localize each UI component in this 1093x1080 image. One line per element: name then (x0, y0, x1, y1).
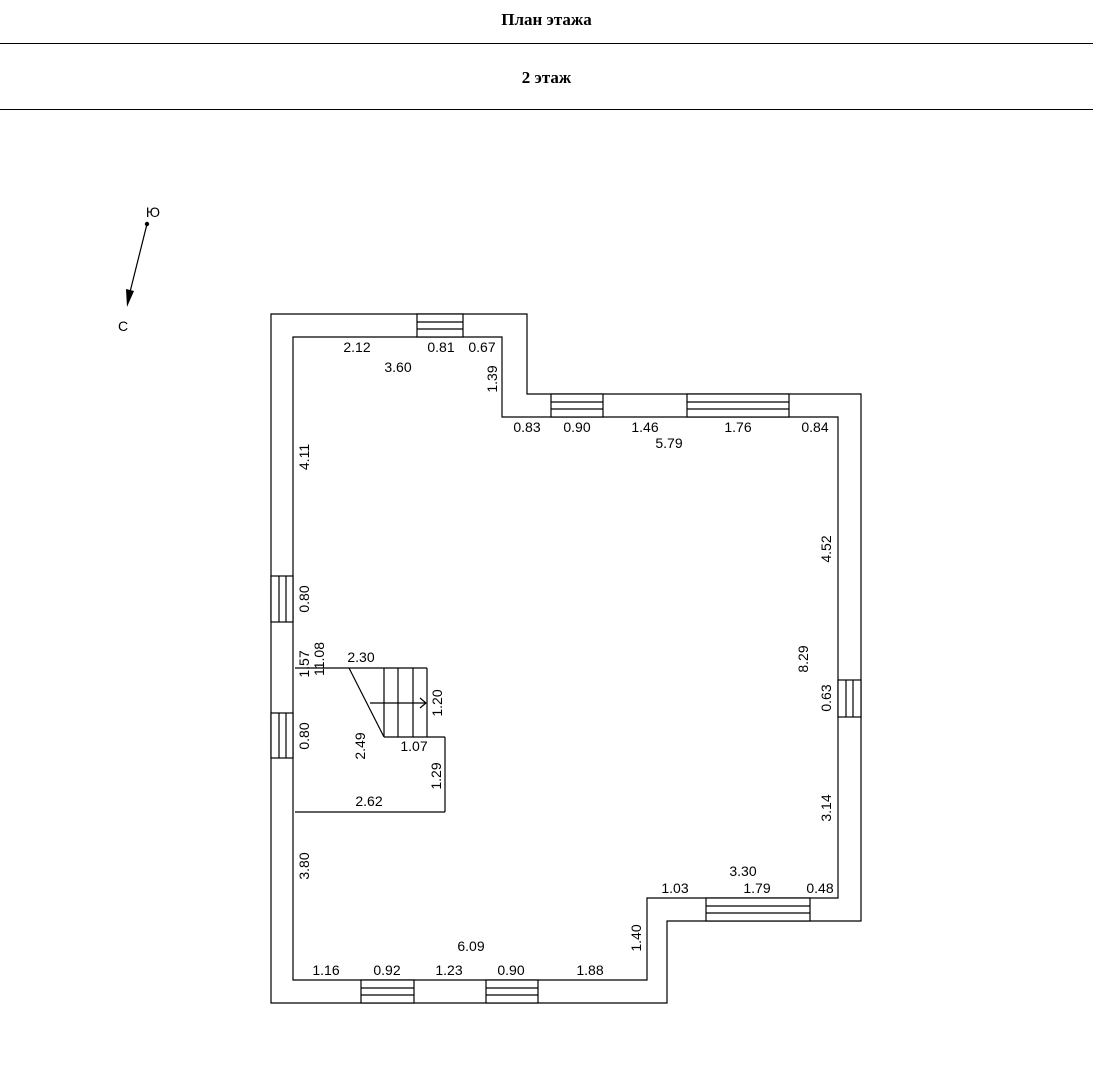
dim-label: 2.30 (347, 649, 374, 665)
dim-label: 1.57 (296, 650, 312, 677)
dim-label: 4.11 (296, 444, 312, 470)
dim-label: 0.83 (513, 419, 540, 435)
floor-divider (0, 109, 1093, 110)
dim-label: 1.16 (312, 962, 339, 978)
window-upper-2 (686, 393, 790, 418)
dim-label: 1.20 (429, 689, 445, 716)
compass-north-label: С (118, 318, 128, 334)
floor-title: 2 этаж (521, 68, 572, 87)
dim-label: 1.23 (435, 962, 462, 978)
compass: Ю С (118, 204, 160, 334)
window-right (837, 679, 862, 718)
dim-label: 1.07 (400, 738, 427, 754)
window-upper-1 (550, 393, 604, 418)
dim-label: 1.46 (631, 419, 658, 435)
dim-label: 3.30 (729, 863, 756, 879)
dim-label: 0.90 (563, 419, 590, 435)
window-bottom-right (705, 897, 811, 922)
dim-label: 0.63 (818, 684, 834, 711)
dim-label: 0.90 (497, 962, 524, 978)
window-left-1 (270, 575, 294, 623)
window-left-2 (270, 712, 294, 759)
dim-label: 2.49 (352, 732, 368, 759)
dim-label: 1.39 (484, 365, 500, 392)
dim-label: 11.08 (311, 642, 327, 676)
dim-label: 2.62 (355, 793, 382, 809)
dim-label: 0.84 (801, 419, 828, 435)
dim-label: 1.88 (576, 962, 603, 978)
compass-south-label: Ю (146, 204, 160, 220)
dim-label: 0.67 (468, 339, 495, 355)
dim-label: 0.80 (296, 722, 312, 749)
dim-label: 0.92 (373, 962, 400, 978)
dim-label: 0.48 (806, 880, 833, 896)
window-top (416, 313, 464, 338)
dim-label: 1.76 (724, 419, 751, 435)
dim-label: 2.12 (343, 339, 370, 355)
dim-label: 0.80 (296, 585, 312, 612)
dim-label: 3.80 (296, 852, 312, 879)
dim-label: 3.60 (384, 359, 411, 375)
window-bottom-2 (485, 979, 539, 1004)
window-bottom-1 (360, 979, 415, 1004)
dim-label: 3.14 (818, 794, 834, 821)
north-arrow-icon (126, 289, 134, 307)
title-divider (0, 43, 1093, 44)
dim-label: 1.40 (628, 924, 644, 951)
dim-label: 4.52 (818, 535, 834, 562)
dim-label: 1.79 (743, 880, 770, 896)
dim-label: 1.03 (661, 880, 688, 896)
staircase (295, 667, 446, 813)
dim-label: 0.81 (427, 339, 454, 355)
dim-label: 6.09 (457, 938, 484, 954)
dim-label: 5.79 (655, 435, 682, 451)
dim-label: 8.29 (795, 645, 811, 672)
dim-label: 1.29 (428, 762, 444, 789)
page-title: План этажа (501, 10, 592, 29)
dimension-labels: 2.12 0.81 0.67 3.60 1.39 0.83 0.90 1.46 … (296, 339, 834, 978)
arrow-head-icon (419, 697, 427, 709)
